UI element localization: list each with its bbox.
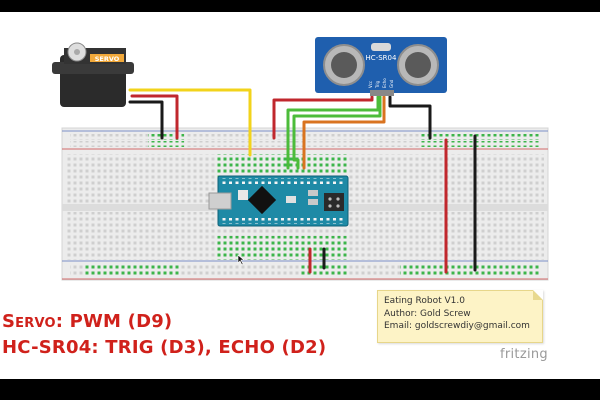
sensor-echo-wire [302, 95, 386, 170]
note-author: Author: Gold Screw [384, 308, 471, 319]
servo-caption: Servo: PWM (D9) [2, 311, 172, 332]
sensor-trig-wire-2 [292, 95, 382, 170]
servo-signal-wire [128, 88, 252, 157]
servo-power-wire [130, 94, 179, 140]
note-fold [533, 290, 543, 300]
fritzing-logo: fritzing [500, 347, 548, 362]
sensor-trig-wire [286, 95, 380, 170]
sensor-gnd-wire [388, 95, 432, 140]
sensor-model-label: HC-SR04 [366, 54, 397, 62]
sensor-pin-echo: Echo [382, 78, 387, 88]
servo-caption-rest: : PWM (D9) [55, 311, 173, 332]
ultrasonic-sensor: HC-SR04 Vcc Trig Echo Gnd [315, 37, 447, 96]
note-title: Eating Robot V1.0 [384, 296, 465, 306]
servo-brand-label: SERVO [95, 55, 120, 63]
sensor-caption: HC-SR04: TRIG (D3), ECHO (D2) [2, 337, 327, 358]
servo-ground-wire [128, 100, 164, 140]
sensor-vcc-wire [272, 95, 374, 140]
note-email: Email: goldscrewdiy@gmail.com [384, 321, 530, 331]
sensor-pin-gnd: Gnd [389, 79, 394, 88]
servo-caption-prefix: Servo [2, 311, 56, 332]
sensor-pin-trig: Trig [375, 80, 380, 89]
servo-motor: SERVO [52, 42, 134, 107]
mouse-cursor-icon [237, 254, 245, 266]
project-note: Eating Robot V1.0 Author: Gold Screw Ema… [377, 290, 543, 343]
letterbox-top [0, 0, 600, 12]
wires [128, 88, 477, 274]
letterbox-bottom [0, 379, 600, 400]
arduino-nano [208, 175, 349, 227]
sensor-pin-vcc: Vcc [368, 81, 373, 88]
